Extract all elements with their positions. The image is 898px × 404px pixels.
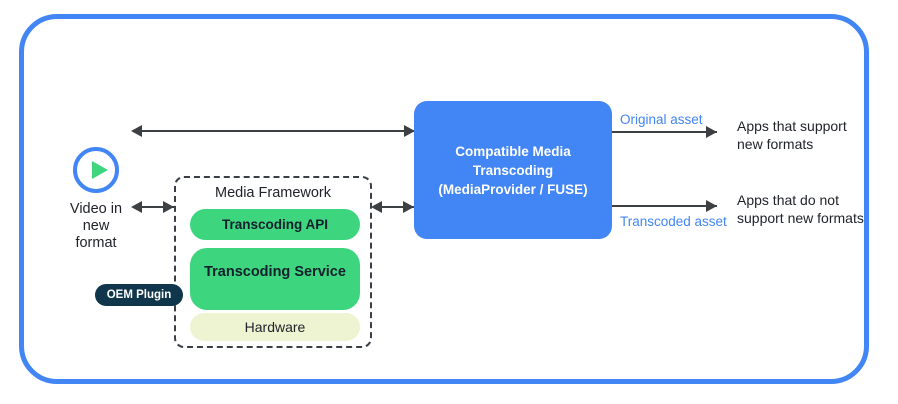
arrow-source-to-cmt-head-left <box>131 125 142 137</box>
apps-supporting-label: Apps that support new formats <box>737 118 847 152</box>
arrow-source-to-framework-head-left <box>131 201 142 213</box>
arrow-source-to-framework-head-right <box>163 201 174 213</box>
arrow-framework-to-cmt-head-left <box>371 201 382 213</box>
media-framework-container: Media Framework Transcoding API Transcod… <box>174 176 372 348</box>
original-asset-label: Original asset <box>620 112 703 127</box>
arrow-transcoded-asset-head <box>706 200 717 212</box>
transcoding-service-box: Transcoding Service <box>190 248 360 310</box>
arrow-framework-to-cmt-head-right <box>403 201 414 213</box>
oem-plugin-badge: OEM Plugin <box>95 284 183 306</box>
arrow-original-asset-head <box>706 126 717 138</box>
arrow-transcoded-asset-line <box>612 205 717 207</box>
arrow-source-to-framework-line <box>140 206 174 208</box>
play-triangle-icon <box>92 161 108 179</box>
arrow-source-to-cmt-head-right <box>404 125 415 137</box>
compatible-media-transcoding-box: Compatible Media Transcoding (MediaProvi… <box>414 101 612 239</box>
hardware-box: Hardware <box>190 313 360 341</box>
play-circle-icon <box>73 147 119 193</box>
arrow-source-to-cmt-line <box>140 130 415 132</box>
outer-frame-border <box>19 14 869 384</box>
arrow-original-asset-line <box>612 131 717 133</box>
apps-not-supporting-label: Apps that do not support new formats <box>737 192 864 226</box>
video-source-group: Video in new format <box>52 147 140 252</box>
video-source-label: Video in new format <box>69 201 123 251</box>
media-framework-title: Media Framework <box>214 185 332 201</box>
transcoding-api-box: Transcoding API <box>190 209 360 240</box>
transcoded-asset-label: Transcoded asset <box>620 214 727 229</box>
arrow-framework-to-cmt-line <box>380 206 414 208</box>
